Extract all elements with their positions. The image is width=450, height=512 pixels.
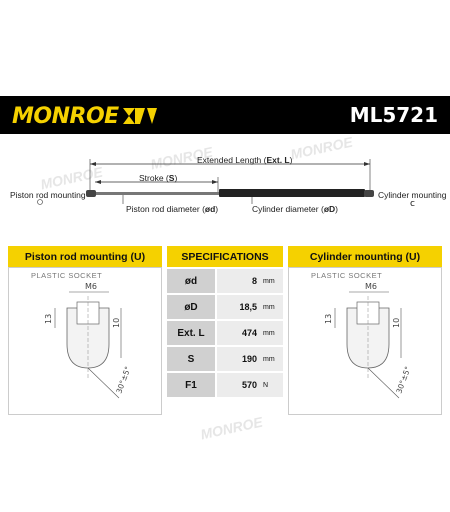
specifications-header: SPECIFICATIONS <box>167 246 283 267</box>
svg-text:c: c <box>410 199 415 209</box>
cylinder-mounting-header: Cylinder mounting (U) <box>288 246 442 267</box>
spec-key: Ext. L <box>167 321 215 345</box>
extended-length-label: Extended Length (Ext. L) <box>197 155 293 165</box>
angle-dimension: 30°±5° <box>114 365 132 395</box>
header-bar <box>0 96 450 134</box>
piston-rod-diameter-label: Piston rod diameter (ød) <box>126 204 219 214</box>
height-dimension: 13 <box>324 314 333 324</box>
socket-label: PLASTIC SOCKET <box>311 271 383 280</box>
part-number: ML5721 <box>349 103 438 127</box>
strut-drawing: c <box>37 159 415 209</box>
cylinder-diameter-label: Cylinder diameter (øD) <box>252 204 338 214</box>
chevron-logo-icon <box>122 108 157 124</box>
spec-key: S <box>167 347 215 371</box>
spec-key: ød <box>167 269 215 293</box>
socket-drawing: M6 13 10 30°±5° <box>324 282 413 399</box>
socket-drawing: M6 13 10 30°±5° <box>44 282 133 399</box>
socket-label: PLASTIC SOCKET <box>31 271 103 280</box>
brand-wordmark: MONROE <box>12 103 119 129</box>
thread-size-label: M6 <box>365 282 377 291</box>
cylinder-socket-panel: PLASTIC SOCKET M6 13 10 30°±5° <box>288 267 442 415</box>
watermark: MONROE <box>199 413 264 443</box>
spec-key: øD <box>167 295 215 319</box>
piston-socket-panel: PLASTIC SOCKET M6 13 10 30°±5° <box>8 267 162 415</box>
spec-table: Piston rod mounting (U) SPECIFICATIONS C… <box>8 246 442 416</box>
angle-dimension: 30°±5° <box>394 365 412 395</box>
piston-rod-mounting-label: Piston rod mounting <box>10 190 86 200</box>
brand-logo: MONROE <box>12 103 161 129</box>
piston-rod-mounting-header: Piston rod mounting (U) <box>8 246 162 267</box>
diameter-dimension: 10 <box>392 318 401 328</box>
diameter-dimension: 10 <box>112 318 121 328</box>
spec-key: F1 <box>167 373 215 397</box>
height-dimension: 13 <box>44 314 53 324</box>
cylinder-mounting-label: Cylinder mounting <box>378 190 447 200</box>
stroke-label: Stroke (S) <box>139 173 178 183</box>
thread-size-label: M6 <box>85 282 97 291</box>
strut-diagram: c Extended Length (Ext. L) Stroke (S) Pi… <box>0 140 450 240</box>
